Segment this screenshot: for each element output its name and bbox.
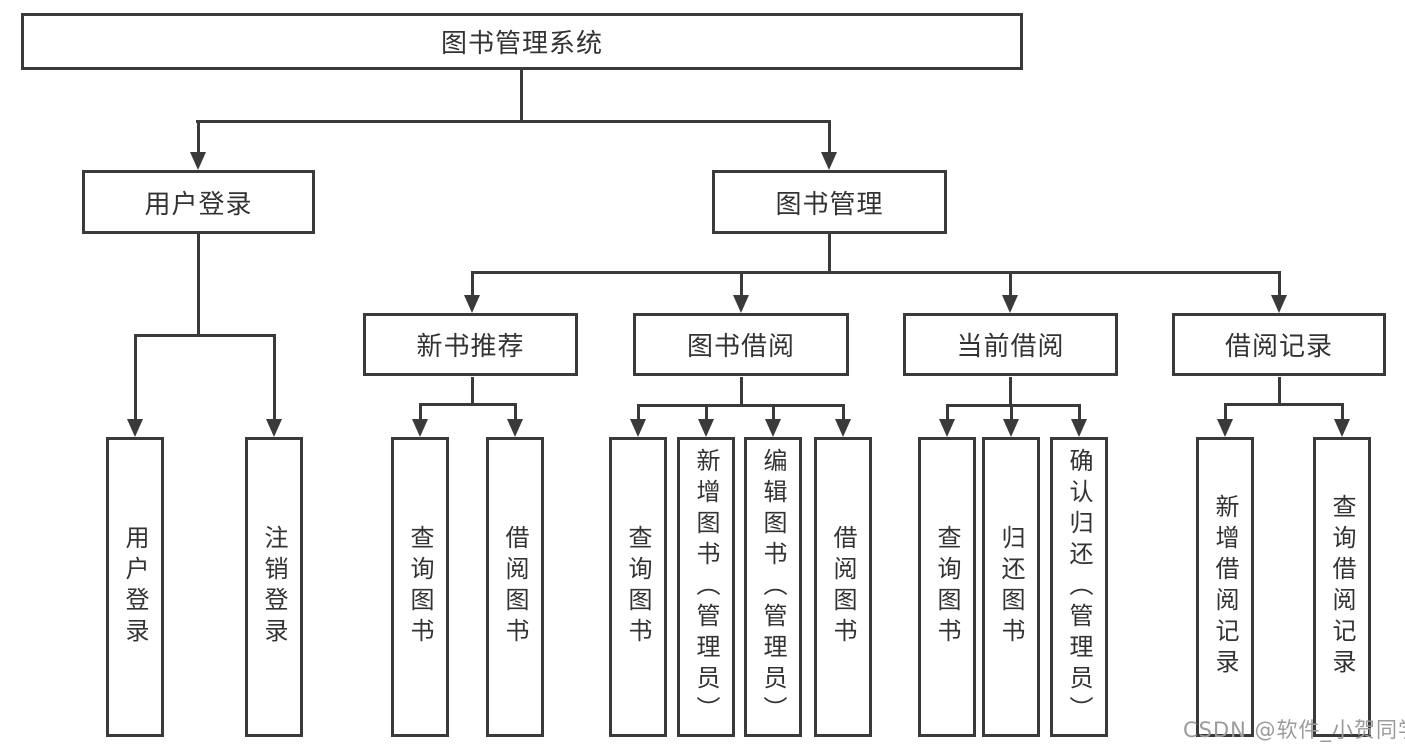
node-label: 用户登录 <box>121 525 149 649</box>
node-label: 借阅记录 <box>1224 332 1333 362</box>
leaf-confirm-return-admin: 确认归还（管理员） <box>1050 437 1108 737</box>
arrow-down-icon <box>1003 419 1019 437</box>
arrow-down-icon <box>1002 295 1018 313</box>
node-new-book-recommendation: 新书推荐 <box>363 313 578 376</box>
arrow-down-icon <box>1334 419 1350 437</box>
connector-line <box>842 404 845 420</box>
node-label: 用户登录 <box>144 189 253 220</box>
connector-line <box>273 334 276 420</box>
leaf-logout: 注销登录 <box>245 437 303 737</box>
node-label: 新书推荐 <box>416 332 525 362</box>
arrow-down-icon <box>698 419 714 437</box>
connector-line <box>197 233 200 336</box>
leaf-query-borrow-record: 查询借阅记录 <box>1313 437 1371 737</box>
connector-line <box>419 403 422 420</box>
node-label: 图书管理 <box>775 189 884 220</box>
connector-line <box>637 404 640 420</box>
arrow-down-icon <box>939 419 955 437</box>
connector-line <box>740 377 743 407</box>
connector-line <box>828 120 831 153</box>
leaf-return-books: 归还图书 <box>982 437 1040 737</box>
connector-line <box>828 233 831 273</box>
arrow-down-icon <box>190 152 206 170</box>
connector-line <box>471 271 474 296</box>
connector-line <box>946 404 949 420</box>
connector-line <box>772 404 775 420</box>
csdn-watermark: CSDN @软件_小贺同学 <box>1183 718 1405 742</box>
node-library-management-system: 图书管理系统 <box>21 13 1023 70</box>
node-label: 新增图书（管理员） <box>692 447 720 727</box>
connector-line <box>946 404 1081 407</box>
connector-line <box>1224 403 1227 420</box>
connector-line <box>637 404 845 407</box>
node-book-borrowing: 图书借阅 <box>633 313 849 376</box>
node-book-management: 图书管理 <box>712 170 947 234</box>
connector-line <box>1224 403 1344 406</box>
connector-line <box>514 403 517 420</box>
arrow-down-icon <box>835 419 851 437</box>
connector-line <box>471 377 474 406</box>
connector-line <box>1010 404 1013 420</box>
node-current-borrowing: 当前借阅 <box>903 313 1118 376</box>
connector-line <box>471 271 1281 274</box>
node-label: 借阅图书 <box>829 525 857 649</box>
connector-line <box>520 70 523 122</box>
leaf-add-borrow-record: 新增借阅记录 <box>1196 437 1254 737</box>
arrow-down-icon <box>266 419 282 437</box>
arrow-down-icon <box>1271 295 1287 313</box>
node-label: 当前借阅 <box>956 332 1065 362</box>
connector-line <box>1078 404 1081 420</box>
node-label: 确认归还（管理员） <box>1065 447 1093 727</box>
leaf-borrow-books-recommend: 借阅图书 <box>486 437 544 737</box>
connector-line <box>197 120 200 153</box>
arrow-down-icon <box>464 295 480 313</box>
connector-line <box>1278 377 1281 406</box>
connector-line <box>1009 377 1012 407</box>
arrow-down-icon <box>821 152 837 170</box>
leaf-borrow-books: 借阅图书 <box>814 437 872 737</box>
connector-line <box>1278 271 1281 296</box>
arrow-down-icon <box>507 419 523 437</box>
connector-line <box>1009 271 1012 296</box>
leaf-query-books-current: 查询图书 <box>918 437 976 737</box>
connector-line <box>134 334 275 337</box>
leaf-edit-books-admin: 编辑图书（管理员） <box>744 437 802 737</box>
arrow-down-icon <box>1071 419 1087 437</box>
node-label: 图书借阅 <box>686 332 795 362</box>
node-label: 查询图书 <box>624 525 652 649</box>
connector-line <box>196 120 831 123</box>
leaf-query-books-recommend: 查询图书 <box>391 437 449 737</box>
node-label: 查询图书 <box>933 525 961 649</box>
node-label: 编辑图书（管理员） <box>759 447 787 727</box>
node-label: 借阅图书 <box>501 525 529 649</box>
node-label: 查询图书 <box>406 525 434 649</box>
node-user-login: 用户登录 <box>82 170 315 234</box>
arrow-down-icon <box>630 419 646 437</box>
arrow-down-icon <box>127 419 143 437</box>
connector-line <box>419 403 517 406</box>
connector-line <box>705 404 708 420</box>
node-label: 新增借阅记录 <box>1211 494 1239 680</box>
arrow-down-icon <box>733 295 749 313</box>
connector-line <box>1341 403 1344 420</box>
arrow-down-icon <box>1217 419 1233 437</box>
arrow-down-icon <box>412 419 428 437</box>
leaf-add-books-admin: 新增图书（管理员） <box>677 437 735 737</box>
node-borrowing-records: 借阅记录 <box>1172 313 1386 376</box>
connector-line <box>740 271 743 296</box>
node-label: 注销登录 <box>260 525 288 649</box>
arrow-down-icon <box>765 419 781 437</box>
node-label: 查询借阅记录 <box>1328 494 1356 680</box>
leaf-user-login: 用户登录 <box>106 437 164 737</box>
connector-line <box>134 334 137 420</box>
node-label: 图书管理系统 <box>440 29 603 59</box>
leaf-query-books-borrow: 查询图书 <box>609 437 667 737</box>
node-label: 归还图书 <box>997 525 1025 649</box>
